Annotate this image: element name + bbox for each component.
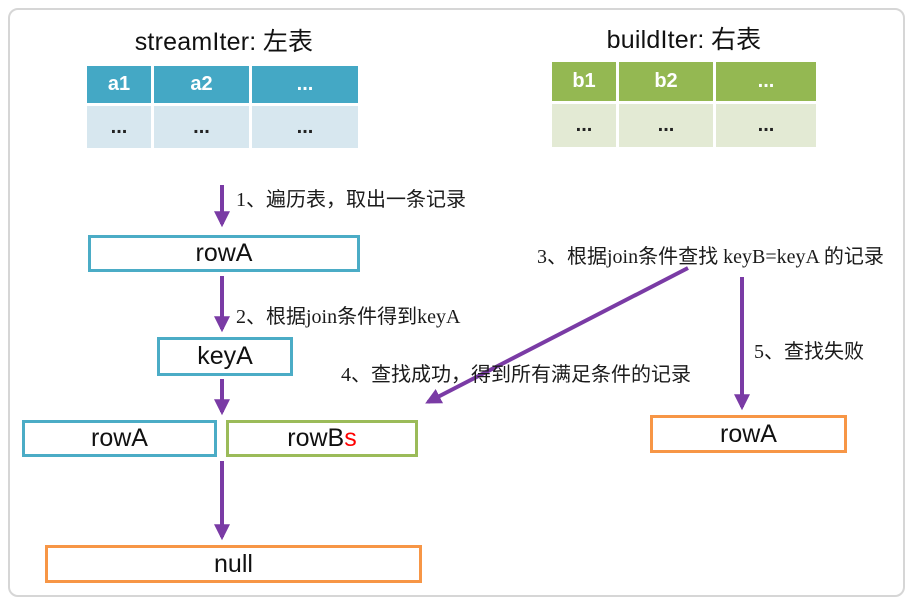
node-rowBs-main: rowB [287, 424, 345, 452]
table-cell: ... [552, 104, 616, 147]
table-header-cell: a2 [154, 66, 249, 103]
table-cell: ... [252, 106, 358, 148]
table-cell: ... [87, 106, 151, 148]
table-header-cell: a1 [87, 66, 151, 103]
table-header-cell: ... [716, 62, 816, 101]
build-table-title-cjk: 右表 [704, 27, 762, 54]
table-cell: ... [716, 104, 816, 147]
step2-label: 2、根据join条件得到keyA [236, 306, 461, 328]
node-rowA-left: rowA [22, 420, 217, 457]
node-rowA-top: rowA [88, 235, 360, 272]
node-null: null [45, 545, 422, 583]
node-rowA-right: rowA [650, 415, 847, 453]
step1-label: 1、遍历表，取出一条记录 [236, 189, 466, 211]
step3-label: 3、根据join条件查找 keyB=keyA 的记录 [537, 246, 884, 268]
table-cell: ... [619, 104, 713, 147]
build-table-title: buildIter: 右表 [548, 26, 820, 55]
build-table: b1 b2 ... ... ... ... [552, 62, 816, 147]
stream-table-title-latin: streamIter: [134, 28, 257, 56]
table-cell: ... [154, 106, 249, 148]
node-rowBs-suffix: s [344, 424, 357, 452]
build-table-title-latin: buildIter: [606, 26, 705, 54]
node-keyA: keyA [157, 337, 293, 376]
table-header-cell: b2 [619, 62, 713, 101]
diagram-border [8, 8, 905, 597]
stream-table: a1 a2 ... ... ... ... [87, 66, 358, 148]
stream-table-title: streamIter: 左表 [88, 28, 360, 57]
step5-label: 5、查找失败 [754, 341, 864, 363]
table-header-cell: b1 [552, 62, 616, 101]
step4-label: 4、查找成功，得到所有满足条件的记录 [341, 364, 691, 386]
table-header-cell: ... [252, 66, 358, 103]
stream-table-title-cjk: 左表 [256, 29, 314, 56]
